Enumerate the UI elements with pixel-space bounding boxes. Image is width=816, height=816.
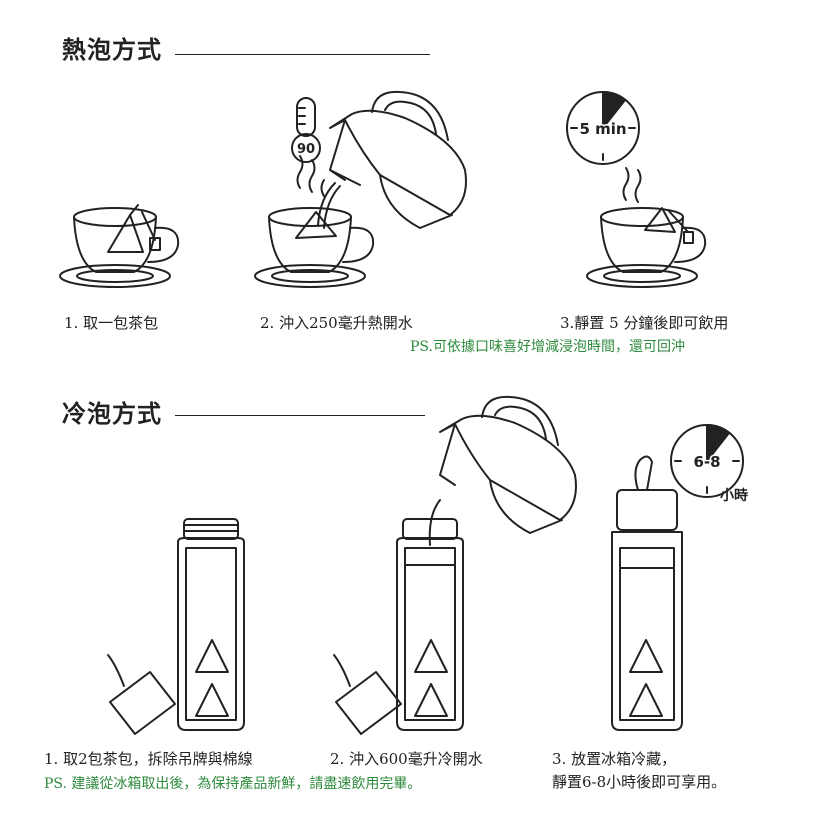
- thermometer-label: 90: [297, 142, 315, 157]
- bottle-with-teabags-icon: [107, 518, 245, 735]
- thermometer-icon: [291, 97, 321, 163]
- kettle-icon: [329, 90, 467, 229]
- hot-timer-label: 5 min: [579, 120, 626, 138]
- timer-icon: [566, 91, 640, 165]
- hot-note: PS.可依據口味喜好增減浸泡時間，還可回沖: [410, 339, 685, 355]
- hot-step-2: 2. 沖入250毫升熱開水: [260, 314, 413, 332]
- bottle-steeping-icon: [611, 455, 683, 731]
- cold-title-rule: [175, 415, 425, 416]
- cold-step-3: 3. 放置冰箱冷藏，: [552, 750, 677, 768]
- cold-timer-unit: 小時: [720, 487, 748, 504]
- hot-brew-title: 熱泡方式: [62, 35, 162, 64]
- cold-step-1: 1. 取2包茶包，拆除吊牌與棉線: [44, 750, 253, 768]
- cold-step-2: 2. 沖入600毫升冷開水: [330, 750, 483, 768]
- bottle-filling-icon: [333, 499, 464, 735]
- cup-steeping-icon: [586, 167, 707, 288]
- hot-step-3: 3.靜置 5 分鐘後即可飲用: [560, 314, 729, 332]
- hot-title-rule: [175, 54, 430, 55]
- hot-step-1: 1. 取一包茶包: [64, 314, 159, 332]
- cold-note: PS. 建議從冰箱取出後，為保持產品新鮮，請盡速飲用完畢。: [44, 776, 422, 792]
- cold-step-3-cont: 靜置6-8小時後即可享用。: [552, 773, 727, 791]
- kettle-icon-cold: [439, 395, 577, 534]
- cup-with-teabag-icon: [59, 204, 180, 288]
- cold-brew-title: 冷泡方式: [62, 399, 162, 428]
- cold-timer-label: 6-8: [693, 453, 720, 471]
- timer-icon-cold: [670, 424, 744, 498]
- cup-with-pouring-water-icon: [254, 155, 375, 288]
